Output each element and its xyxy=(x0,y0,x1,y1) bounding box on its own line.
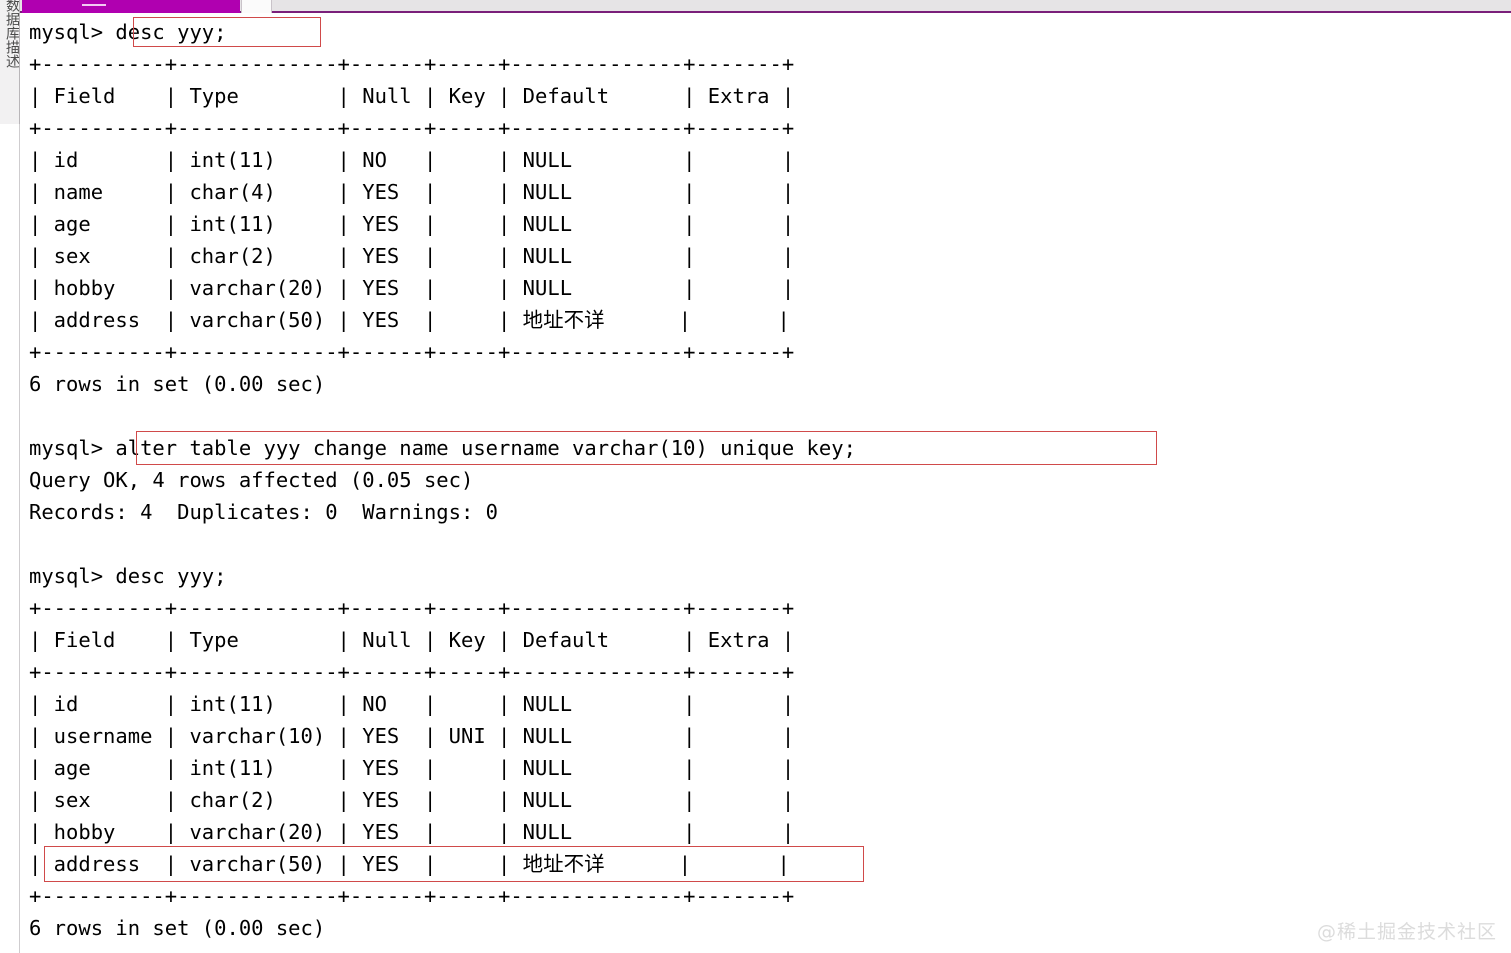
terminal-line: | sex | char(2) | YES | | NULL | | xyxy=(29,788,795,812)
terminal-line: mysql> desc yyy; xyxy=(29,564,227,588)
terminal-line: +----------+-------------+------+-----+-… xyxy=(29,116,795,140)
window-tab-bar xyxy=(0,0,1511,13)
terminal-line: +----------+-------------+------+-----+-… xyxy=(29,340,795,364)
terminal-line: Query OK, 4 rows affected (0.05 sec) xyxy=(29,468,474,492)
terminal-line: +----------+-------------+------+-----+-… xyxy=(29,596,795,620)
terminal-line xyxy=(29,528,1499,560)
terminal-line: | age | int(11) | YES | | NULL | | xyxy=(29,212,795,236)
tab-active-indicator-icon xyxy=(82,4,106,6)
terminal-line: | address | varchar(50) | YES | | 地址不详 |… xyxy=(29,308,790,332)
terminal-line: | address | varchar(50) | YES | | 地址不详 |… xyxy=(29,852,790,876)
terminal-line: +----------+-------------+------+-----+-… xyxy=(29,884,795,908)
terminal-line: | hobby | varchar(20) | YES | | NULL | | xyxy=(29,820,795,844)
terminal-line: | hobby | varchar(20) | YES | | NULL | | xyxy=(29,276,795,300)
terminal-line: +----------+-------------+------+-----+-… xyxy=(29,660,795,684)
watermark: @稀土掘金技术社区 xyxy=(1316,921,1497,943)
terminal-line: mysql> alter table yyy change name usern… xyxy=(29,436,856,460)
terminal-line: | sex | char(2) | YES | | NULL | | xyxy=(29,244,795,268)
terminal-line: | name | char(4) | YES | | NULL | | xyxy=(29,180,795,204)
terminal-line: Records: 4 Duplicates: 0 Warnings: 0 xyxy=(29,500,498,524)
side-panel-label: 数据库描述 xyxy=(4,0,20,68)
side-panel-strip[interactable]: 数据库描述 xyxy=(0,0,20,124)
terminal-line: | Field | Type | Null | Key | Default | … xyxy=(29,84,795,108)
terminal-line: | age | int(11) | YES | | NULL | | xyxy=(29,756,795,780)
terminal-line xyxy=(29,400,1499,432)
terminal-line: 6 rows in set (0.00 sec) xyxy=(29,916,326,940)
tab-active[interactable] xyxy=(22,0,240,13)
terminal-line: +----------+-------------+------+-----+-… xyxy=(29,52,795,76)
terminal-line: | Field | Type | Null | Key | Default | … xyxy=(29,628,795,652)
side-panel-strip-filler xyxy=(0,124,20,953)
terminal-line: 6 rows in set (0.00 sec) xyxy=(29,372,326,396)
terminal-line: | username | varchar(10) | YES | UNI | N… xyxy=(29,724,795,748)
tab-inactive[interactable] xyxy=(241,0,272,13)
terminal-output[interactable]: mysql> desc yyy; +----------+------------… xyxy=(29,16,1499,946)
terminal-line: | id | int(11) | NO | | NULL | | xyxy=(29,148,795,172)
terminal-line: mysql> desc yyy; xyxy=(29,20,227,44)
terminal-line: | id | int(11) | NO | | NULL | | xyxy=(29,692,795,716)
